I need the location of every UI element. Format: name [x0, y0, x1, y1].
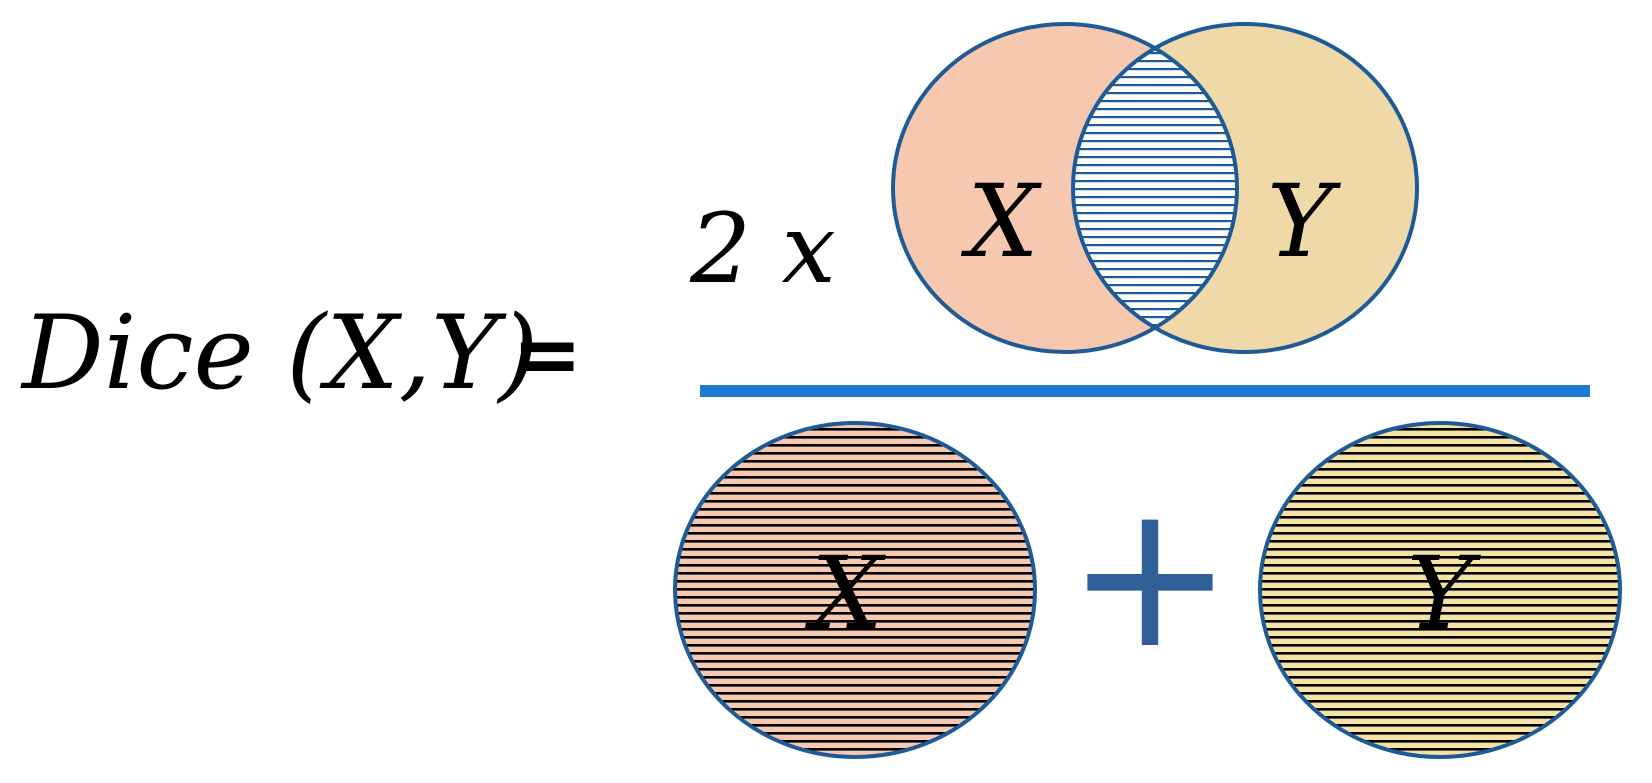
venn-intersection — [1073, 24, 1237, 352]
venn-label-y: Y — [1267, 163, 1341, 280]
set-x-label: X — [804, 535, 886, 652]
fraction-bar — [700, 385, 1590, 397]
plus-sign: + — [1066, 460, 1234, 693]
multiplier-text: 2 x — [689, 193, 836, 305]
equals-sign: = — [512, 305, 582, 403]
venn-diagram: X Y — [891, 22, 1419, 354]
set-x-circle: X — [673, 421, 1037, 759]
set-y-circle: Y — [1258, 421, 1622, 759]
set-x-fill — [673, 421, 1037, 759]
venn-label-x: X — [960, 163, 1042, 280]
set-y-fill — [1258, 421, 1622, 759]
set-y-label: Y — [1407, 535, 1481, 652]
venn-outline-x — [891, 22, 1239, 354]
venn-outline-y — [1071, 22, 1419, 354]
dice-lhs-text: Dice (X,Y) — [20, 294, 538, 413]
